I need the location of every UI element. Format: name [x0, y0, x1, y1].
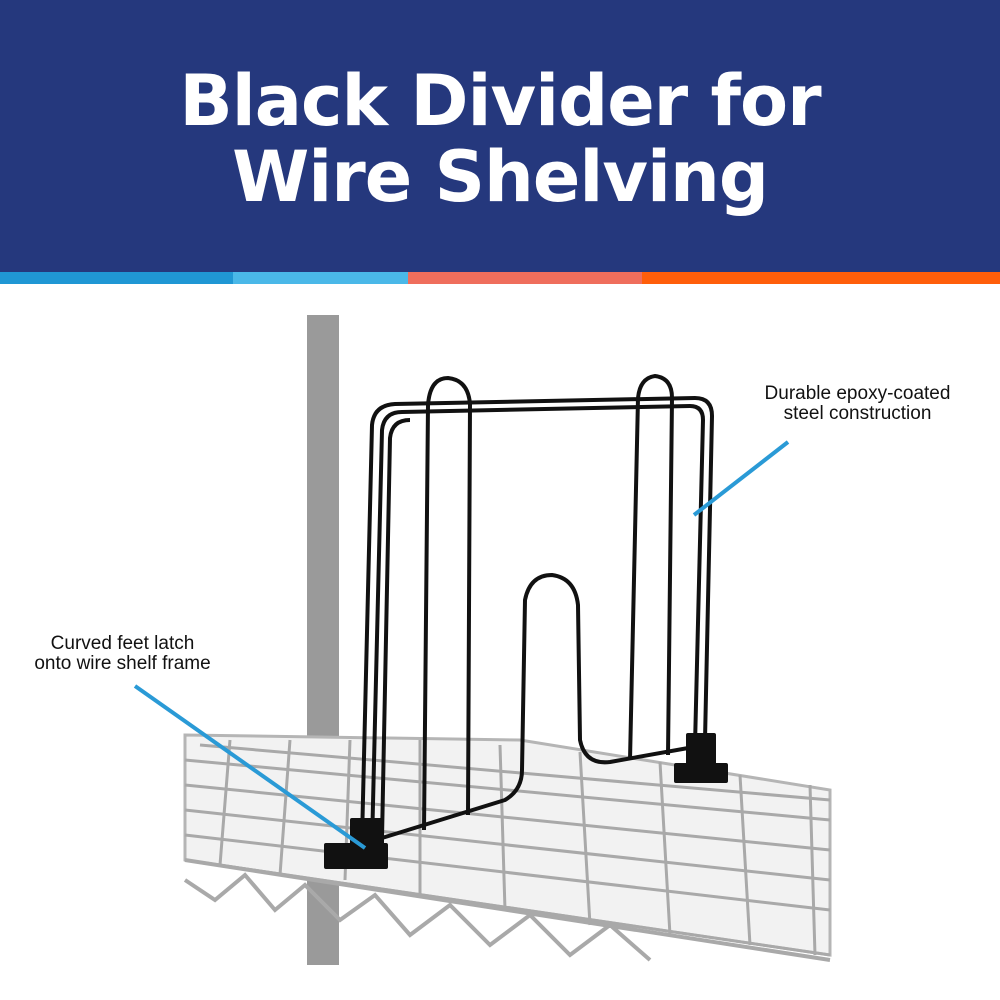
callout-epoxy-line-2: steel construction	[783, 403, 932, 424]
wire-shelf	[183, 733, 832, 962]
callout-line-feet	[133, 684, 367, 850]
stripe-segment-light-blue	[233, 272, 408, 284]
callout-line-epoxy	[692, 440, 790, 517]
header-banner: Black Divider for Wire Shelving	[0, 0, 1000, 272]
product-photo	[133, 315, 832, 965]
callout-epoxy-coating: Durable epoxy-coated steel construction	[735, 384, 980, 424]
callout-feet-line-1: Curved feet latch	[50, 633, 195, 654]
title-line-2: Wire Shelving	[232, 136, 769, 218]
callout-curved-feet: Curved feet latch onto wire shelf frame	[5, 634, 240, 674]
black-divider	[324, 374, 728, 869]
stripe-segment-orange	[642, 272, 1000, 284]
stripe-segment-blue	[0, 272, 233, 284]
stripe-segment-coral	[408, 272, 642, 284]
title-line-1: Black Divider for	[179, 60, 821, 142]
callout-feet-line-2: onto wire shelf frame	[34, 653, 211, 674]
page-title: Black Divider for Wire Shelving	[179, 60, 821, 218]
callout-epoxy-line-1: Durable epoxy-coated	[764, 383, 951, 404]
